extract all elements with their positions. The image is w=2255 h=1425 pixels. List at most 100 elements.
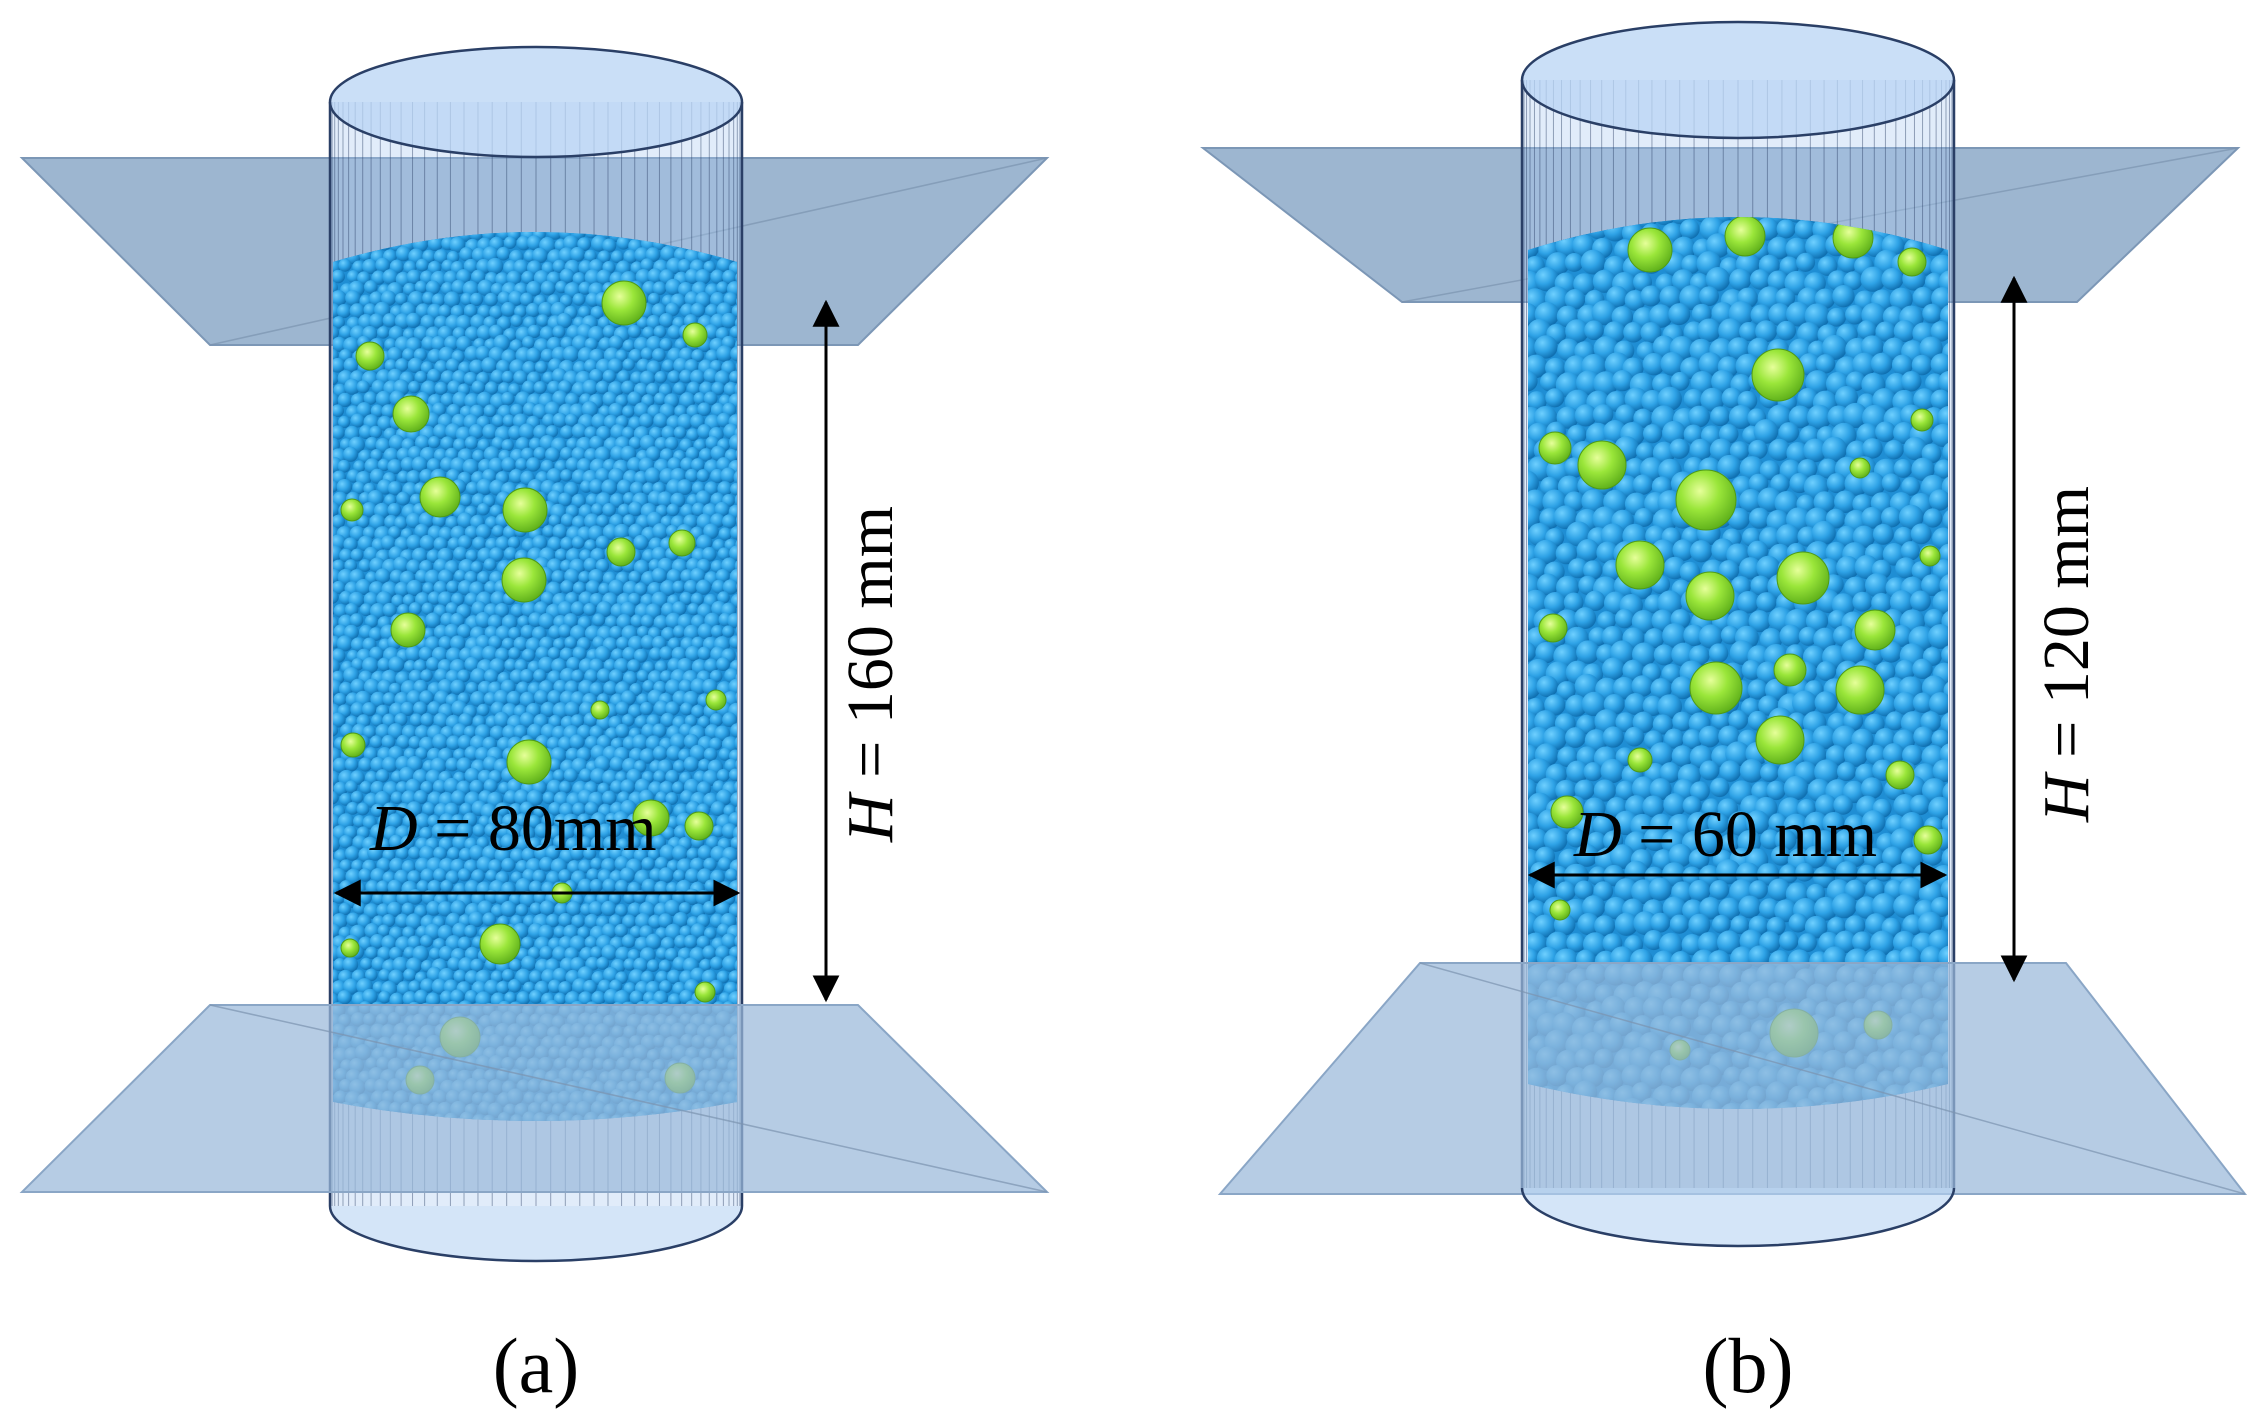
blue-particle	[1528, 336, 1538, 362]
blue-particle	[419, 845, 436, 862]
blue-particle	[695, 490, 711, 506]
blue-particle	[1642, 424, 1663, 444]
blue-particle	[1622, 659, 1644, 682]
blue-particle	[439, 990, 454, 1005]
blue-particle	[508, 425, 523, 440]
blue-particle	[615, 349, 628, 362]
diameter-label: D = 80mm	[369, 792, 657, 865]
blue-particle	[475, 345, 491, 362]
blue-particle	[1792, 690, 1818, 716]
blue-particle	[1553, 505, 1578, 530]
blue-particle	[544, 401, 561, 418]
blue-particle	[313, 879, 327, 893]
blue-particle	[633, 648, 648, 663]
blue-particle	[395, 292, 408, 306]
blue-particle	[472, 536, 487, 551]
blue-particle	[470, 667, 487, 685]
blue-particle	[602, 325, 616, 339]
blue-particle	[672, 625, 686, 638]
blue-particle	[1768, 438, 1791, 461]
blue-particle	[1913, 726, 1934, 747]
blue-particle	[457, 868, 471, 882]
blue-particle	[455, 314, 472, 331]
blue-particle	[497, 291, 512, 306]
blue-particle	[1930, 353, 1948, 376]
blue-particle	[1776, 219, 1796, 239]
blue-particle	[501, 457, 517, 473]
blue-particle	[1623, 322, 1644, 343]
blue-particle	[743, 948, 756, 961]
blue-particle	[333, 835, 341, 853]
blue-particle	[1845, 371, 1866, 392]
blue-particle	[659, 580, 677, 597]
blue-particle	[641, 857, 655, 871]
blue-particle	[1496, 404, 1521, 429]
blue-particle	[659, 448, 674, 463]
blue-particle	[730, 836, 737, 850]
blue-particle	[711, 579, 726, 594]
blue-particle	[717, 547, 731, 561]
blue-particle	[1749, 269, 1771, 290]
blue-particle	[541, 813, 556, 828]
blue-particle	[457, 936, 472, 951]
blue-particle	[313, 679, 329, 695]
blue-particle	[405, 913, 422, 930]
blue-particle	[510, 603, 525, 618]
blue-particle	[598, 582, 611, 596]
blue-particle	[432, 733, 449, 750]
blue-particle	[703, 368, 719, 384]
blue-particle	[1932, 527, 1948, 550]
blue-particle	[1631, 776, 1656, 801]
blue-particle	[358, 559, 372, 572]
blue-particle	[1739, 489, 1763, 513]
blue-particle	[640, 634, 656, 650]
blue-particle	[532, 403, 548, 420]
blue-particle	[343, 537, 358, 552]
green-particle	[1538, 613, 1568, 643]
blue-particle	[1499, 745, 1522, 768]
blue-particle	[1893, 459, 1913, 478]
blue-particle	[590, 768, 607, 785]
blue-particle	[365, 436, 379, 451]
blue-particle	[1822, 811, 1845, 835]
blue-particle	[311, 505, 326, 520]
blue-particle	[1615, 780, 1636, 801]
blue-particle	[459, 246, 474, 262]
blue-particle	[407, 823, 422, 838]
blue-particle	[616, 370, 631, 384]
blue-particle	[652, 281, 667, 296]
blue-particle	[350, 637, 366, 652]
blue-particle	[729, 545, 737, 561]
blue-particle	[333, 269, 345, 284]
blue-particle	[433, 423, 449, 439]
blue-particle	[629, 990, 644, 1005]
blue-particle	[654, 856, 669, 871]
blue-particle	[659, 312, 674, 328]
blue-particle	[742, 882, 757, 897]
blue-particle	[501, 439, 514, 452]
blue-particle	[1664, 728, 1685, 749]
blue-particle	[519, 801, 535, 817]
blue-particle	[470, 561, 483, 574]
blue-particle	[710, 625, 724, 638]
blue-particle	[1930, 321, 1948, 342]
caption-b: (b)	[1703, 1322, 1794, 1409]
blue-particle	[1565, 694, 1588, 717]
blue-particle	[464, 767, 481, 784]
blue-particle	[314, 638, 329, 653]
blue-particle	[1928, 489, 1948, 511]
blue-particle	[665, 278, 682, 296]
blue-particle	[695, 579, 712, 595]
blue-particle	[1496, 438, 1517, 459]
blue-particle	[640, 347, 654, 361]
blue-particle	[630, 614, 644, 628]
green-particle	[1577, 440, 1627, 490]
blue-particle	[514, 836, 530, 852]
blue-particle	[1709, 880, 1730, 900]
blue-particle	[685, 447, 700, 461]
blue-particle	[573, 825, 587, 838]
blue-particle	[1539, 372, 1560, 392]
blue-particle	[1922, 303, 1942, 324]
blue-particle	[526, 457, 541, 472]
blue-particle	[333, 679, 343, 696]
